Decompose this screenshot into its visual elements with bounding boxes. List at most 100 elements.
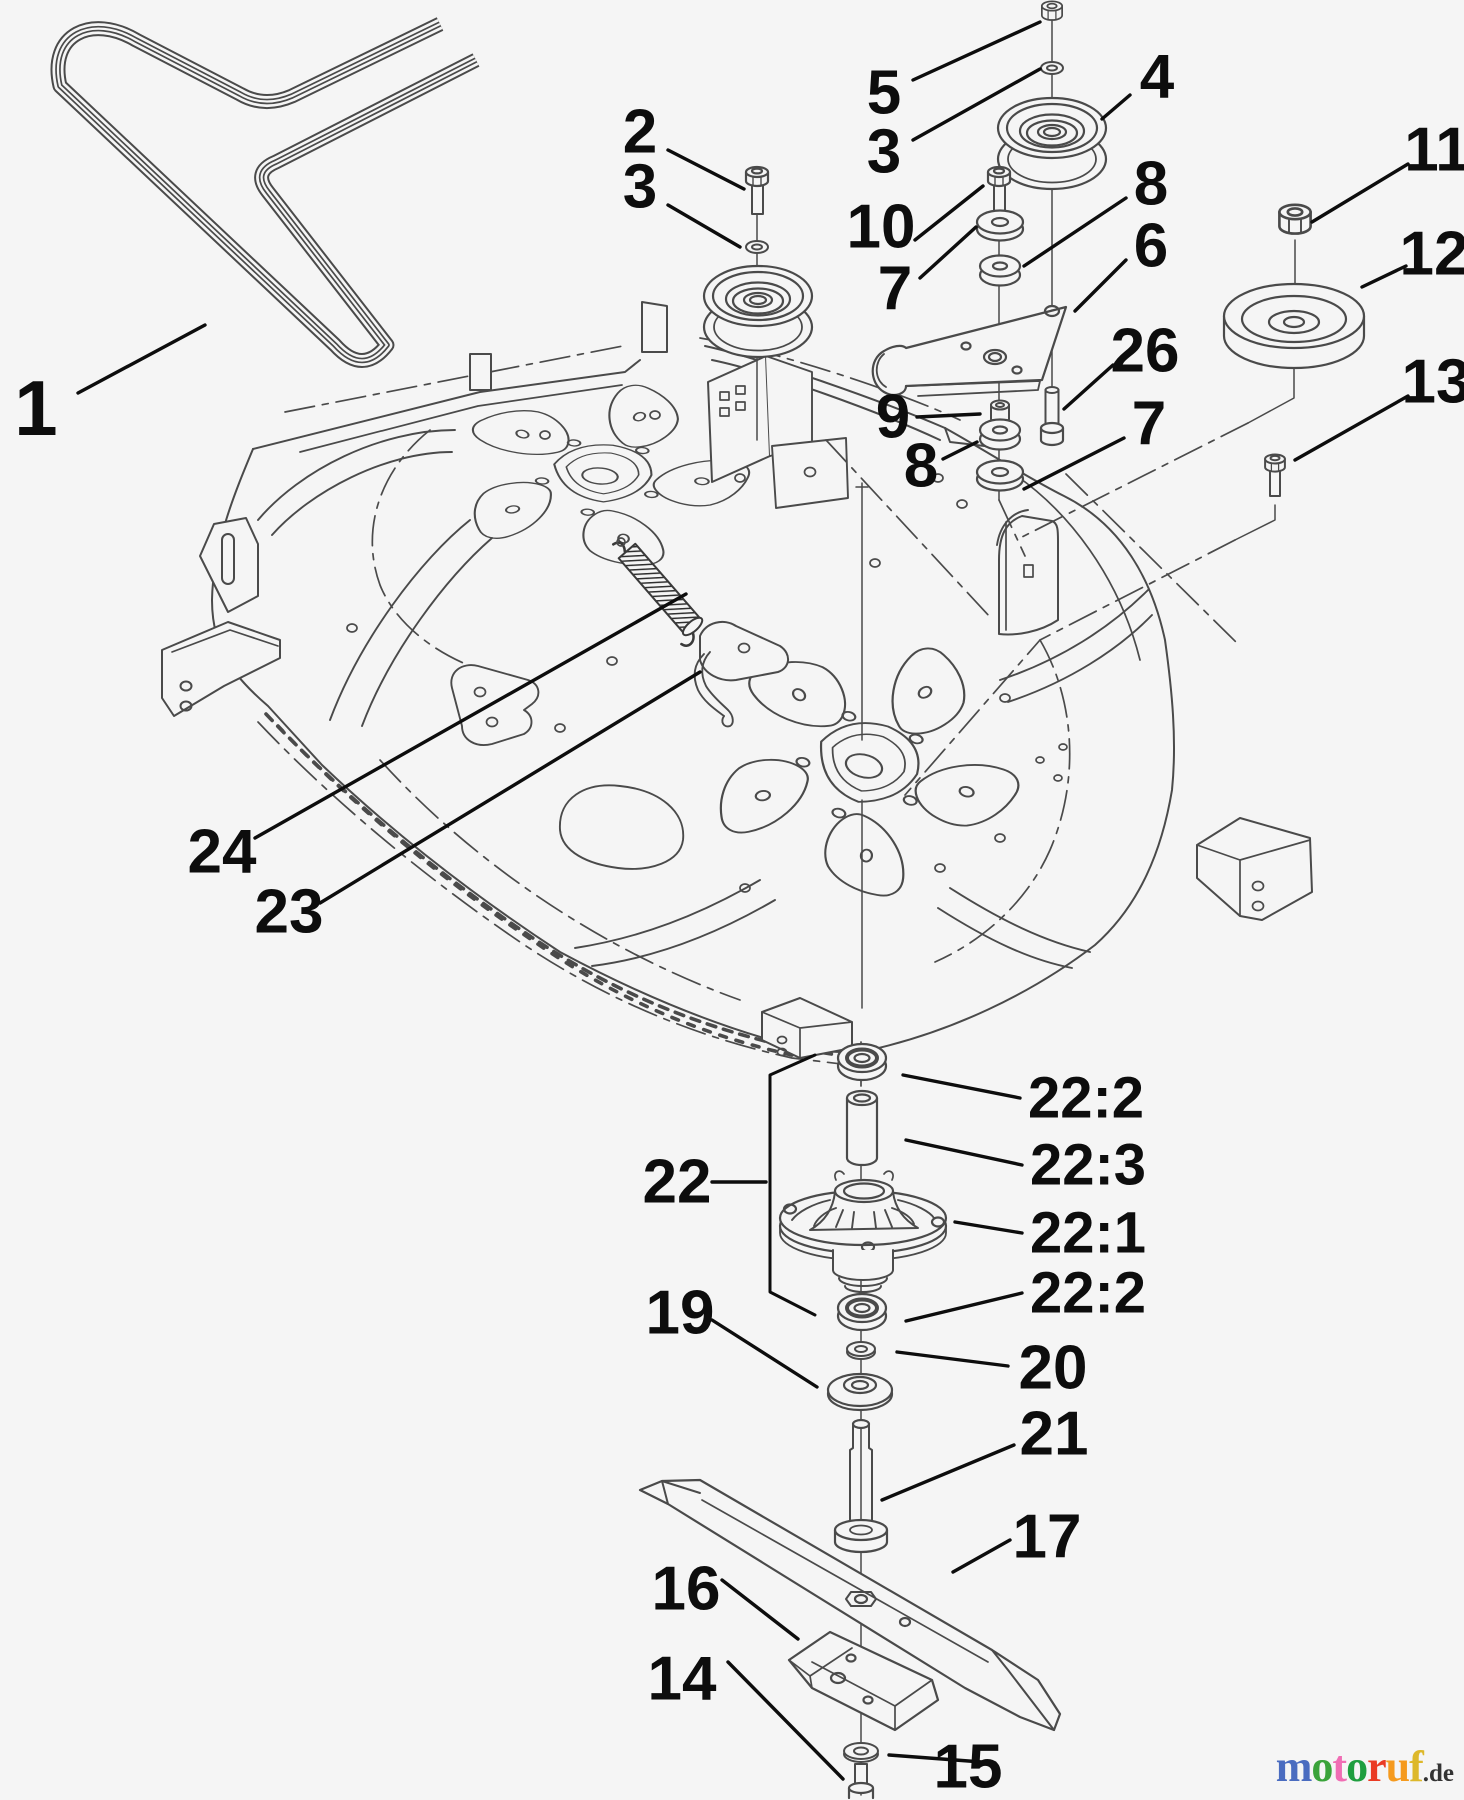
bearing-22-2-bottom — [836, 1292, 888, 1332]
washer-19 — [826, 1372, 894, 1412]
part-label-13: 13 — [1402, 348, 1464, 417]
leader-line-8b — [941, 440, 979, 461]
part-label-22_2a: 22:2 — [1028, 1066, 1144, 1131]
part-label-16: 16 — [652, 1555, 721, 1624]
leader-line-9 — [915, 412, 982, 419]
leader-line-6 — [1073, 258, 1128, 313]
washer-3-left — [745, 240, 769, 254]
part-label-5: 5 — [867, 59, 901, 128]
part-label-12: 12 — [1400, 220, 1464, 289]
leader-line-16 — [720, 1578, 800, 1641]
bolt-26 — [1039, 386, 1065, 447]
deck-left-slot-bracket — [199, 517, 259, 613]
idler-bracket-6 — [871, 304, 1068, 397]
watermark-motoruf: motoruf.de — [1276, 1741, 1454, 1792]
part-label-22_3: 22:3 — [1030, 1133, 1146, 1198]
deck-hanger-plate — [450, 664, 540, 746]
bearing-22-2-top — [836, 1042, 888, 1082]
part-label-2: 2 — [623, 98, 657, 167]
part-label-6: 6 — [1134, 212, 1168, 281]
leader-line-22_2b — [904, 1291, 1024, 1323]
pulley-idler-left — [702, 264, 814, 359]
part-label-26: 26 — [1111, 317, 1180, 386]
leader-line-7b — [1022, 436, 1126, 491]
watermark-tld: .de — [1422, 1760, 1454, 1787]
washer-8-top — [978, 254, 1022, 287]
leader-line-20 — [895, 1350, 1010, 1368]
leader-line-13 — [1293, 394, 1410, 462]
leader-line-3a — [666, 203, 742, 249]
pulley-12 — [1222, 282, 1366, 370]
leader-line-24 — [253, 592, 688, 840]
part-label-7a: 7 — [878, 255, 912, 324]
watermark-letter: f — [1409, 1742, 1424, 1791]
leader-line-17 — [951, 1538, 1012, 1574]
deck-right-bracket — [996, 509, 1059, 636]
washer-7-bottom — [975, 459, 1025, 492]
leader-line-15 — [887, 1753, 997, 1765]
deck-bottom-bracket — [761, 997, 853, 1059]
callout-22-bracket — [768, 1053, 817, 1317]
leader-line-22_3 — [904, 1138, 1024, 1167]
mower-deck-housing — [161, 301, 1313, 1067]
deck-pulley-bracket — [707, 355, 813, 483]
part-label-1: 1 — [14, 364, 57, 452]
leader-line-19 — [710, 1318, 819, 1389]
washer-20 — [846, 1341, 876, 1360]
part-label-23: 23 — [255, 878, 324, 947]
idler-bracket-stack — [871, 0, 1108, 557]
leader-line-26 — [1062, 363, 1115, 411]
idler-arm-link — [693, 620, 789, 728]
part-label-22: 22 — [643, 1148, 712, 1217]
part-label-10: 10 — [847, 193, 916, 262]
leader-line-22_2a — [901, 1073, 1022, 1100]
part-label-17: 17 — [1013, 1503, 1082, 1572]
part-label-22_2b: 22:2 — [1030, 1261, 1146, 1326]
leader-line-11 — [1310, 162, 1410, 224]
tension-spring — [611, 537, 704, 647]
part-label-8a: 8 — [1134, 150, 1168, 219]
part-label-15: 15 — [934, 1733, 1003, 1800]
watermark-letter: o — [1346, 1742, 1368, 1791]
washer-8-bottom — [978, 418, 1022, 451]
bolt-14 — [847, 1763, 875, 1800]
washer-15 — [843, 1742, 879, 1763]
blade-17 — [638, 1478, 1062, 1732]
deck-bolt-holes — [346, 410, 1068, 893]
part-label-8b: 8 — [904, 432, 938, 501]
watermark-letter: t — [1332, 1742, 1347, 1791]
shaft-21 — [833, 1418, 889, 1554]
part-label-21: 21 — [1020, 1400, 1089, 1469]
leader-line-2 — [666, 148, 746, 191]
deck-bottom-right-bracket — [1196, 817, 1313, 921]
deck-plate-small — [771, 437, 849, 509]
flat-idler-stack — [702, 165, 814, 441]
leader-line-4 — [1100, 93, 1132, 121]
part-label-7b: 7 — [1132, 390, 1166, 459]
watermark-letter: r — [1367, 1742, 1387, 1791]
leader-line-21 — [880, 1443, 1016, 1502]
pulley-4 — [996, 96, 1108, 191]
deck-opening-outline — [559, 784, 685, 870]
leader-line-22_1 — [953, 1220, 1024, 1235]
bolt-2 — [744, 165, 770, 215]
nut-5 — [1041, 0, 1063, 21]
part-label-14: 14 — [648, 1645, 717, 1714]
spacer-22-3 — [845, 1089, 879, 1167]
part-label-24: 24 — [188, 818, 257, 887]
leader-line-8a — [1022, 196, 1128, 268]
part-label-3a: 3 — [623, 153, 657, 222]
part-label-3b: 3 — [867, 118, 901, 187]
part-label-19: 19 — [646, 1279, 715, 1348]
watermark-letter: u — [1385, 1742, 1411, 1791]
watermark-letter: o — [1311, 1742, 1333, 1791]
part-label-4: 4 — [1140, 43, 1175, 112]
leader-line-3b — [911, 67, 1042, 142]
leader-line-14 — [726, 1660, 845, 1781]
leader-line-12 — [1360, 264, 1408, 289]
callout-layer: 123534107862698711121324232222:222:322:1… — [14, 20, 1464, 1800]
flat-idler-assembly — [904, 203, 1366, 796]
leader-line-7a — [918, 225, 978, 280]
deck-top-tab — [469, 353, 492, 391]
